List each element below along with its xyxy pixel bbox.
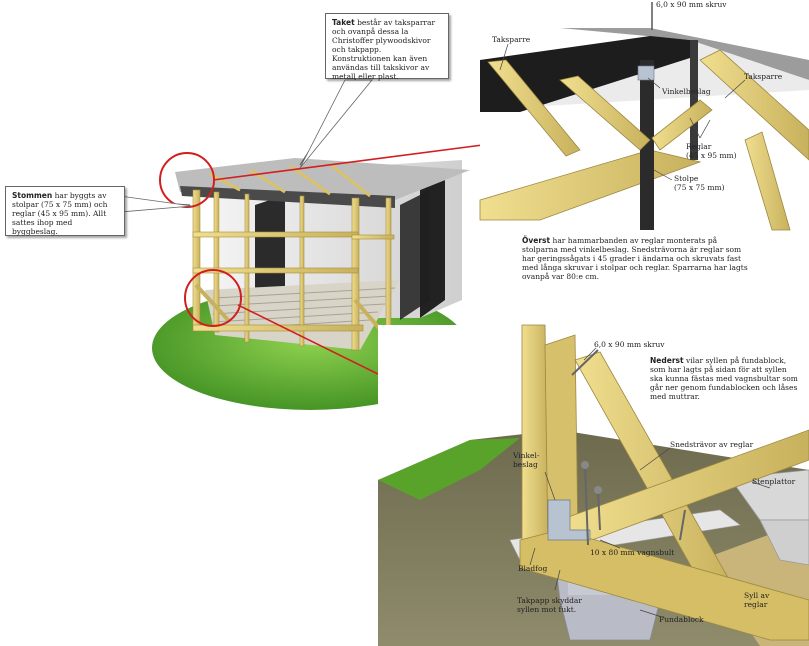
label-stone: Stenplattor [752, 477, 796, 486]
label-brace: Snedsträvor av reglar [670, 440, 754, 449]
shed-overview [152, 158, 470, 410]
bottom-caption-title: Nederst [650, 356, 684, 365]
top-caption-text: har hammarbanden av reglar monterats på … [522, 236, 748, 281]
detail-circle-bottom [184, 269, 242, 327]
frame-callout-title: Stommen [12, 191, 53, 200]
post [640, 60, 654, 230]
bottom-detail [378, 324, 809, 646]
label-post: Stolpe (75 x 75 mm) [674, 174, 725, 192]
label-bolt: 10 x 80 mm vagnsbult [590, 548, 675, 557]
top-caption: Överst har hammarbanden av reglar monter… [522, 236, 752, 281]
bottom-caption-text: vilar syllen på fundablock, som har lagt… [650, 356, 798, 401]
bottom-caption: Nederst vilar syllen på fundablock, som … [650, 356, 800, 401]
label-screw-top: 6,0 x 90 mm skruv [656, 0, 727, 9]
label-screw-bottom: 6,0 x 90 mm skruv [594, 340, 665, 349]
label-studs: Reglar (45 x 95 mm) [686, 142, 737, 160]
label-block: Fundablock [659, 615, 704, 624]
label-leaf: Bladfog [518, 564, 548, 573]
label-rafter-right: Taksparre [744, 72, 783, 81]
roof-callout-title: Taket [332, 18, 355, 27]
roof-callout-text: består av taksparrar och ovanpå dessa la… [332, 18, 436, 81]
frame-callout: Stommen har byggts av stolpar (75 x 75 m… [5, 186, 125, 236]
label-tarpaper: Takpapp skyddar syllen mot fukt. [517, 596, 582, 614]
top-detail [479, 0, 809, 231]
rafter-left [487, 59, 581, 157]
vertical-post [521, 324, 549, 546]
frame-callout-text: har byggts av stolpar (75 x 75 mm) och r… [12, 191, 108, 236]
top-caption-title: Överst [522, 236, 551, 245]
label-bracket-top: Vinkelbeslag [662, 87, 711, 96]
roof-callout: Taket består av taksparrar och ovanpå de… [325, 13, 449, 81]
label-rafter-left: Taksparre [492, 35, 531, 44]
arrow-top [212, 137, 502, 181]
label-bracket-bottom: Vinkel- beslag [513, 451, 540, 469]
rafter-right [699, 49, 809, 161]
label-sill: Syll av reglar [744, 591, 770, 609]
stone-slabs [729, 469, 809, 521]
